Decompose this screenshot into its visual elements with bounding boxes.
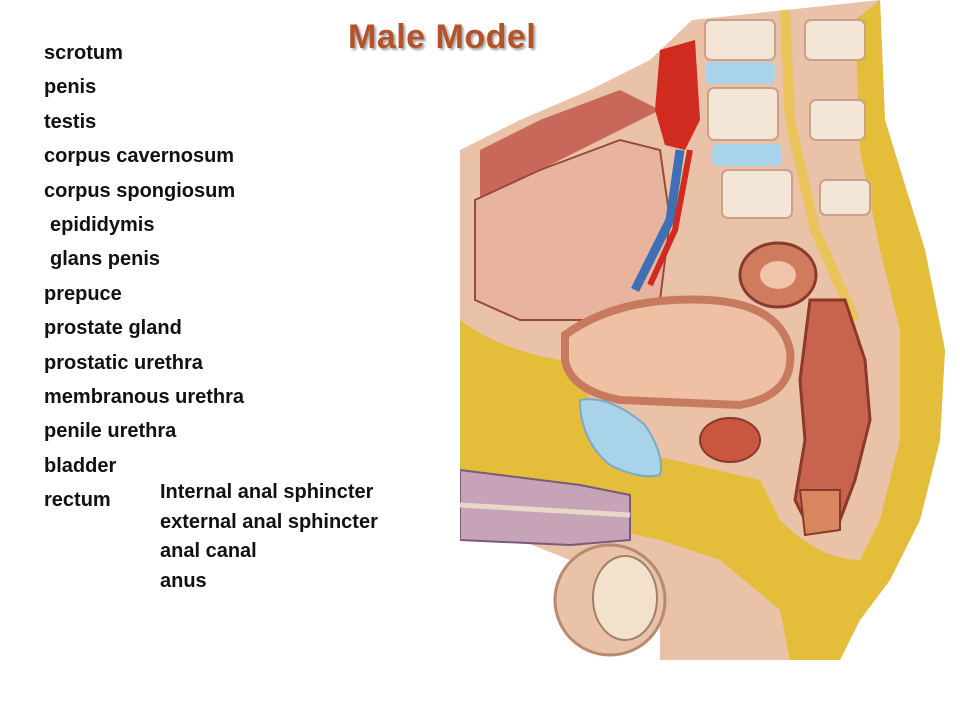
term-epididymis: epididymis bbox=[50, 213, 155, 236]
abdominal-cavity bbox=[474, 138, 672, 321]
intervertebral-disc bbox=[705, 62, 775, 84]
sigmoid-colon bbox=[738, 241, 818, 309]
term-prepuce: prepuce bbox=[44, 282, 122, 305]
anal-canal bbox=[798, 489, 841, 537]
vertebra bbox=[721, 169, 793, 219]
iliac-artery bbox=[647, 149, 693, 287]
pelvis-model-illustration bbox=[460, 0, 945, 660]
term-prostatic-urethra: prostatic urethra bbox=[44, 351, 203, 374]
abdominal-muscle bbox=[480, 90, 660, 200]
prostate-gland bbox=[699, 417, 761, 463]
term-penile-urethra: penile urethra bbox=[44, 420, 177, 443]
term-glans-penis: glans penis bbox=[50, 248, 161, 271]
term-list: scrotum penis testis corpus cavernosum c… bbox=[44, 36, 244, 517]
vertebra bbox=[707, 87, 779, 141]
term-penis: penis bbox=[44, 76, 97, 99]
term-testis: testis bbox=[44, 110, 97, 133]
term-anal-canal: anal canal bbox=[160, 540, 257, 562]
vertebra bbox=[804, 19, 866, 61]
term-bladder: bladder bbox=[44, 454, 117, 477]
term-rectum: rectum bbox=[44, 489, 111, 512]
vertebra bbox=[809, 99, 866, 141]
aorta bbox=[655, 40, 700, 150]
term-corpus-cavernosum: corpus cavernosum bbox=[44, 145, 235, 168]
term-membranous-urethra: membranous urethra bbox=[44, 385, 245, 408]
pubic-bone bbox=[578, 398, 662, 478]
iliac-vein bbox=[630, 149, 685, 293]
term-prostate-gland: prostate gland bbox=[44, 317, 182, 340]
spinal-cord bbox=[780, 9, 860, 323]
penile-urethra bbox=[460, 502, 631, 518]
term-scrotum: scrotum bbox=[44, 42, 123, 64]
term-external-anal-sphincter: external anal sphincter bbox=[160, 510, 378, 533]
intervertebral-disc bbox=[712, 144, 782, 166]
anal-terms-list: Internal anal sphincter external anal sp… bbox=[160, 478, 378, 596]
bladder bbox=[561, 295, 795, 410]
term-anus: anus bbox=[160, 569, 207, 592]
vertebra bbox=[819, 179, 871, 216]
term-internal-anal-sphincter: Internal anal sphincter bbox=[160, 481, 374, 503]
page-title: Male Model bbox=[348, 18, 537, 56]
vertebra bbox=[704, 19, 776, 61]
vertebral-column bbox=[704, 9, 871, 323]
term-corpus-spongiosum: corpus spongiosum bbox=[44, 179, 236, 202]
testis bbox=[592, 555, 658, 641]
